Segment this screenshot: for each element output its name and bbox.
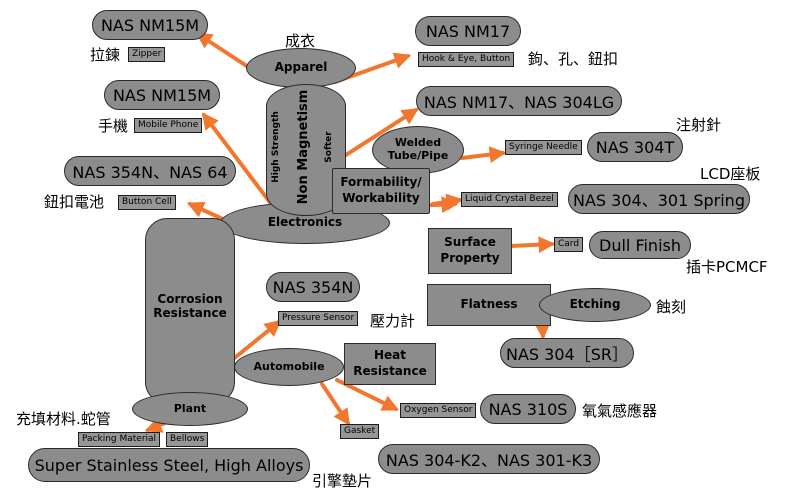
label-hook-cn: 鉤、孔、鈕扣: [528, 50, 619, 68]
grade-304sr: NAS 304［SR］: [500, 338, 634, 368]
grade-nm15m-top: NAS NM15M: [92, 10, 208, 40]
tag-hook-eye: Hook & Eye, Button: [418, 52, 515, 67]
label-button-cell-cn: 鈕扣電池: [44, 193, 105, 211]
label-zipper-cn: 拉鍊: [90, 46, 121, 64]
grade-354n-64: NAS 354N、NAS 64: [64, 156, 236, 186]
label-phone-cn: 手機: [98, 117, 129, 135]
apparel-hub: Apparel: [246, 48, 356, 88]
heat-resistance-hub: Heat Resistance: [344, 343, 436, 385]
arrow-automobile-gasket: [320, 382, 350, 426]
grade-310s: NAS 310S: [480, 394, 576, 424]
automobile-hub: Automobile: [234, 348, 344, 386]
tag-pressure-sensor: Pressure Sensor: [278, 311, 359, 326]
arrow-nonmag-nm17-304lg: [333, 108, 419, 164]
grade-354n: NAS 354N: [266, 272, 360, 302]
grade-nm17-top: NAS NM17: [415, 16, 521, 46]
dull-finish: Dull Finish: [589, 231, 691, 259]
grade-nm17-304lg: NAS NM17、NAS 304LG: [416, 86, 622, 116]
tag-mobile-phone: Mobile Phone: [134, 118, 203, 133]
tag-card: Card: [554, 237, 584, 252]
surface-property-hub: Surface Property: [428, 228, 512, 274]
grade-304t: NAS 304T: [587, 132, 683, 162]
label-oxygen-cn: 氧氣感應器: [582, 402, 658, 420]
label-card-cn: 插卡PCMCF: [686, 258, 768, 276]
label-syringe-cn: 注射針: [676, 116, 722, 134]
label-etching-cn: 蝕刻: [656, 298, 687, 316]
arrow-automobile-pressure: [230, 319, 282, 362]
arrow-surface-card: [509, 236, 556, 254]
label-gasket-cn: 引擎墊片: [312, 472, 373, 490]
non-magnetism-label: Non Magnetism: [296, 89, 311, 205]
tag-zipper: Zipper: [128, 47, 166, 62]
tag-syringe-needle: Syringe Needle: [505, 140, 582, 155]
corrosion-resistance-hub: Corrosion Resistance: [153, 292, 227, 320]
etching-hub: Etching: [539, 288, 651, 322]
tag-packing-material: Packing Material: [78, 432, 161, 447]
label-pressure-cn: 壓力計: [370, 312, 416, 330]
arrow-electronics-nm15m: [201, 112, 274, 207]
super-stainless-steel: Super Stainless Steel, High Alloys: [28, 448, 310, 482]
flatness-hub: Flatness: [427, 284, 551, 326]
tag-lcd-bezel: Liquid Crystal Bezel: [461, 192, 558, 207]
tag-bellows: Bellows: [166, 432, 209, 447]
label-lcd-cn: LCD座板: [700, 165, 761, 183]
grade-k2-k3: NAS 304-K2、NAS 301-K3: [378, 444, 600, 474]
label-apparel-cn: 成衣: [285, 32, 316, 50]
high-strength-label: High Strength: [271, 111, 281, 183]
grade-nm15m-mid: NAS NM15M: [104, 80, 220, 110]
arrow-welded-syringe: [460, 146, 507, 163]
label-packing-cn: 充填材料.蛇管: [16, 410, 111, 428]
plant-hub: Plant: [132, 392, 248, 426]
formability-hub: Formability/ Workability: [332, 168, 430, 214]
tag-gasket: Gasket: [340, 424, 380, 439]
tag-button-cell: Button Cell: [118, 195, 176, 210]
corrosion-column: [145, 218, 235, 404]
tag-oxygen-sensor: Oxygen Sensor: [400, 403, 477, 418]
grade-304-301spring: NAS 304、301 Spring: [568, 184, 750, 214]
welded-tube-hub: Welded Tube/Pipe: [372, 126, 464, 174]
